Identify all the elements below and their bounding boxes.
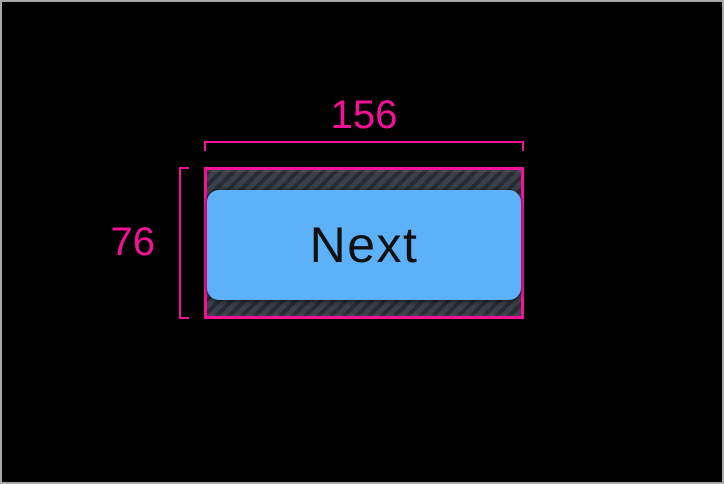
height-measure-bracket: [179, 167, 189, 319]
width-measure-bracket: [204, 141, 524, 151]
width-dimension-label: 156: [330, 93, 398, 137]
component-bounds-outline: Next: [204, 167, 524, 319]
next-button[interactable]: Next: [207, 190, 521, 300]
next-button-label: Next: [309, 217, 419, 273]
height-dimension-label: 76: [110, 220, 156, 264]
